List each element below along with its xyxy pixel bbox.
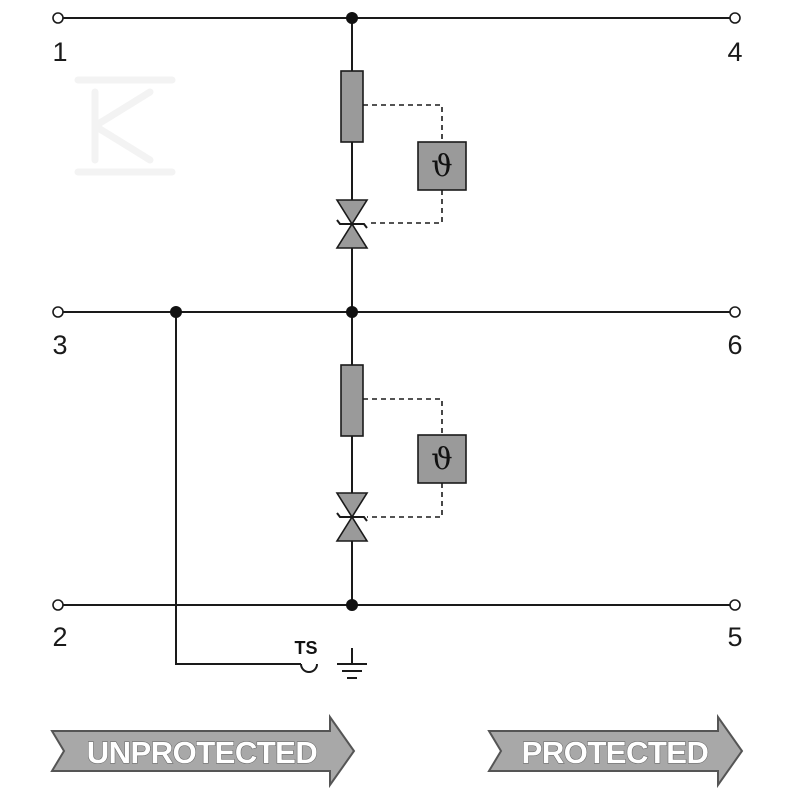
terminal-4 <box>729 12 741 24</box>
terminal-label-2: 2 <box>52 622 67 652</box>
terminal-label-1: 1 <box>52 37 67 67</box>
lower-thermal-link <box>363 398 443 518</box>
terminal-label-5: 5 <box>727 622 742 652</box>
upper-thermal-link <box>363 104 443 224</box>
upper-tvs-diode <box>335 199 369 249</box>
terminal-label-4: 4 <box>727 37 742 67</box>
junction-node <box>170 306 182 318</box>
protected-arrow-label: PROTECTED <box>522 735 709 770</box>
signal-wire <box>175 312 301 665</box>
junction-node <box>346 306 358 318</box>
upper-varistor <box>340 70 364 143</box>
watermark-logo <box>74 76 176 176</box>
terminal-5 <box>729 599 741 611</box>
unprotected-arrow-label: UNPROTECTED <box>87 735 318 770</box>
ground-icon <box>337 648 367 679</box>
junction-node <box>346 599 358 611</box>
upper-thermal-symbol: ϑ <box>431 149 452 184</box>
junction-node <box>346 12 358 24</box>
lower-thermal-disconnector: ϑ <box>417 434 467 484</box>
thermal-switch-label: TS <box>294 638 317 658</box>
terminal-6 <box>729 306 741 318</box>
upper-thermal-disconnector: ϑ <box>417 141 467 191</box>
unprotected-arrow: UNPROTECTED <box>50 713 356 789</box>
terminal-label-3: 3 <box>52 330 67 360</box>
protected-arrow: PROTECTED <box>487 713 744 789</box>
lower-tvs-diode <box>335 492 369 542</box>
lower-thermal-symbol: ϑ <box>431 442 452 477</box>
terminal-3 <box>52 306 64 318</box>
thermal-switch-contact <box>300 663 318 673</box>
terminal-1 <box>52 12 64 24</box>
terminal-2 <box>52 599 64 611</box>
lower-varistor <box>340 364 364 437</box>
terminal-label-6: 6 <box>727 330 742 360</box>
